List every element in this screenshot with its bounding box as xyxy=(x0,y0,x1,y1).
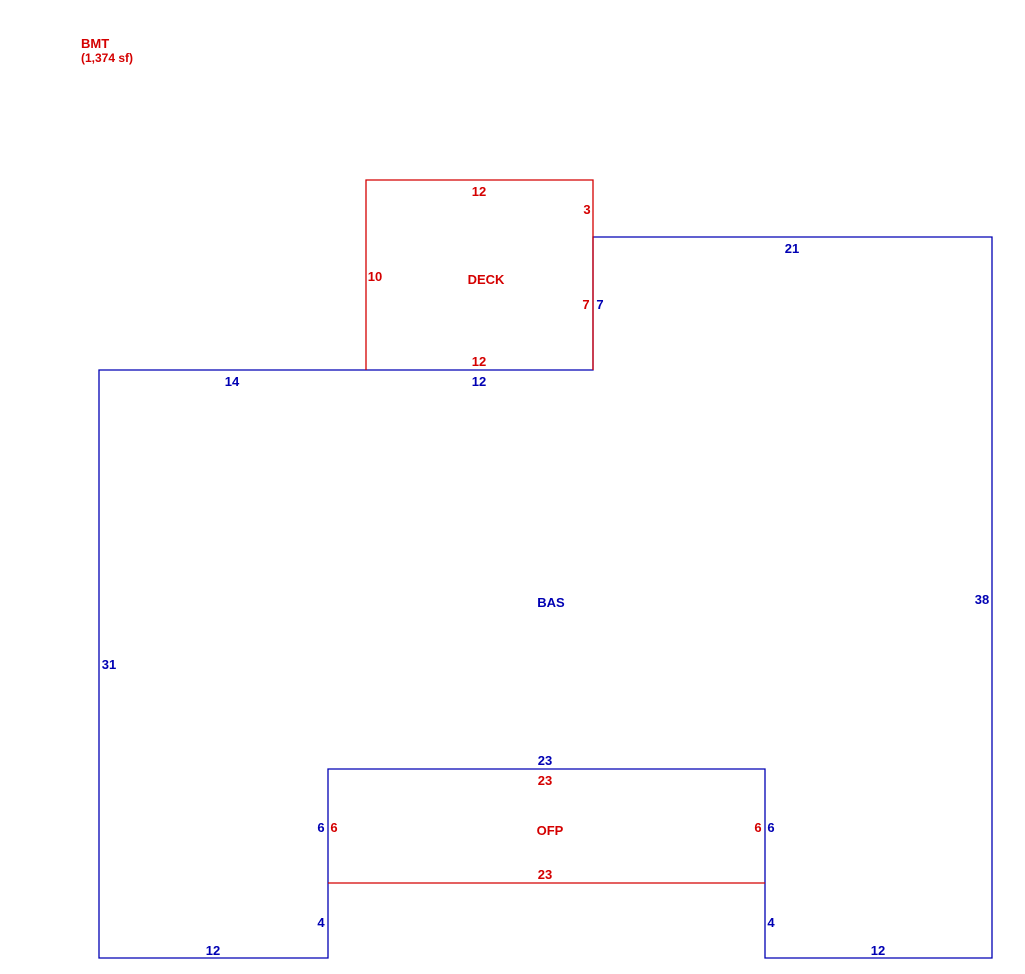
dim-porch-top-base: 23 xyxy=(538,753,552,768)
legend-area: (1,374 sf) xyxy=(81,51,134,65)
dim-deck-left: 10 xyxy=(368,269,382,284)
dim-porch-left: 6 xyxy=(330,820,337,835)
dim-deck-right-lower: 7 xyxy=(582,297,589,312)
dim-stub-left: 4 xyxy=(317,915,325,930)
deck-outline xyxy=(365,179,594,370)
base-area-label: BAS xyxy=(537,595,565,610)
dim-porch-right-base: 6 xyxy=(767,820,774,835)
dim-base-right: 38 xyxy=(975,592,989,607)
dim-bottom-left: 12 xyxy=(206,943,220,958)
dim-bottom-right: 12 xyxy=(871,943,885,958)
dim-stub-right: 4 xyxy=(767,915,775,930)
dim-base-top-mid: 12 xyxy=(472,374,486,389)
dim-deck-bottom: 12 xyxy=(472,354,486,369)
dim-base-top-right: 21 xyxy=(785,241,799,256)
dim-deck-top: 12 xyxy=(472,184,486,199)
dim-deck-right-upper: 3 xyxy=(583,202,590,217)
dim-porch-right: 6 xyxy=(754,820,761,835)
dim-base-right-notch: 7 xyxy=(596,297,603,312)
dim-base-left: 31 xyxy=(102,657,116,672)
porch-area-label: OFP xyxy=(537,823,564,838)
dim-porch-left-base: 6 xyxy=(317,820,324,835)
dim-porch-bottom: 23 xyxy=(538,867,552,882)
dim-base-top-left: 14 xyxy=(225,374,240,389)
dim-porch-top: 23 xyxy=(538,773,552,788)
legend-name: BMT xyxy=(81,36,110,51)
sketch-legend: BMT (1,374 sf) xyxy=(81,36,134,66)
deck-area-label: DECK xyxy=(468,272,505,287)
